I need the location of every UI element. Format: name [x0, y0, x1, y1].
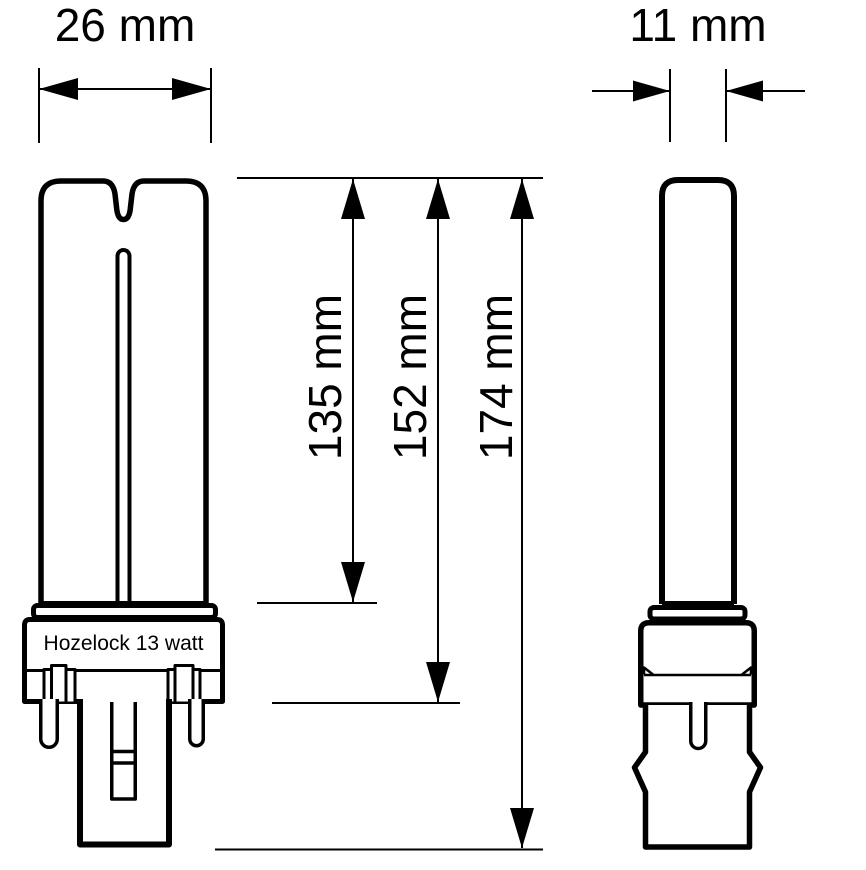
arrowhead-up	[426, 179, 450, 219]
arrowhead-right	[633, 80, 670, 102]
arrowhead-left	[39, 78, 78, 100]
side-contact-pin	[689, 702, 708, 751]
lamp-base-text: Hozelock 13 watt	[43, 632, 204, 655]
arrowhead-down	[341, 562, 365, 602]
length-label-174mm: 174 mm	[470, 293, 522, 461]
side-collar	[647, 605, 748, 622]
arrowhead-down	[426, 662, 450, 702]
side-band-wedge-left	[642, 666, 654, 676]
front-tube-outline	[38, 178, 209, 604]
side-base-body	[638, 620, 757, 708]
side-tube-outline	[659, 177, 737, 604]
front-view-lamp	[22, 178, 225, 848]
side-view-lamp	[631, 177, 764, 850]
arrowhead-down	[510, 808, 534, 848]
arrowhead-up	[510, 179, 534, 219]
base-centre-protrusion	[77, 699, 172, 848]
width-dimension-26mm	[38, 68, 212, 143]
front-tube-inner-slot	[115, 248, 132, 603]
arrowhead-right	[172, 78, 211, 100]
arrowhead-left	[726, 80, 763, 102]
length-dimensions	[215, 177, 543, 851]
arrowhead-up	[341, 179, 365, 219]
width-dimension-11mm	[592, 69, 805, 142]
contact-pin-right	[188, 699, 205, 748]
front-collar	[31, 603, 218, 620]
base-tab-left	[42, 664, 77, 702]
length-label-152mm: 152 mm	[384, 293, 436, 461]
contact-pin-left	[39, 699, 59, 749]
side-width-label: 11 mm	[629, 0, 767, 51]
side-band-wedge-right	[741, 666, 753, 676]
length-label-135mm: 135 mm	[299, 293, 351, 461]
front-width-label: 26 mm	[54, 0, 196, 51]
base-tab-right	[166, 664, 202, 702]
side-lower-housing	[631, 705, 764, 850]
